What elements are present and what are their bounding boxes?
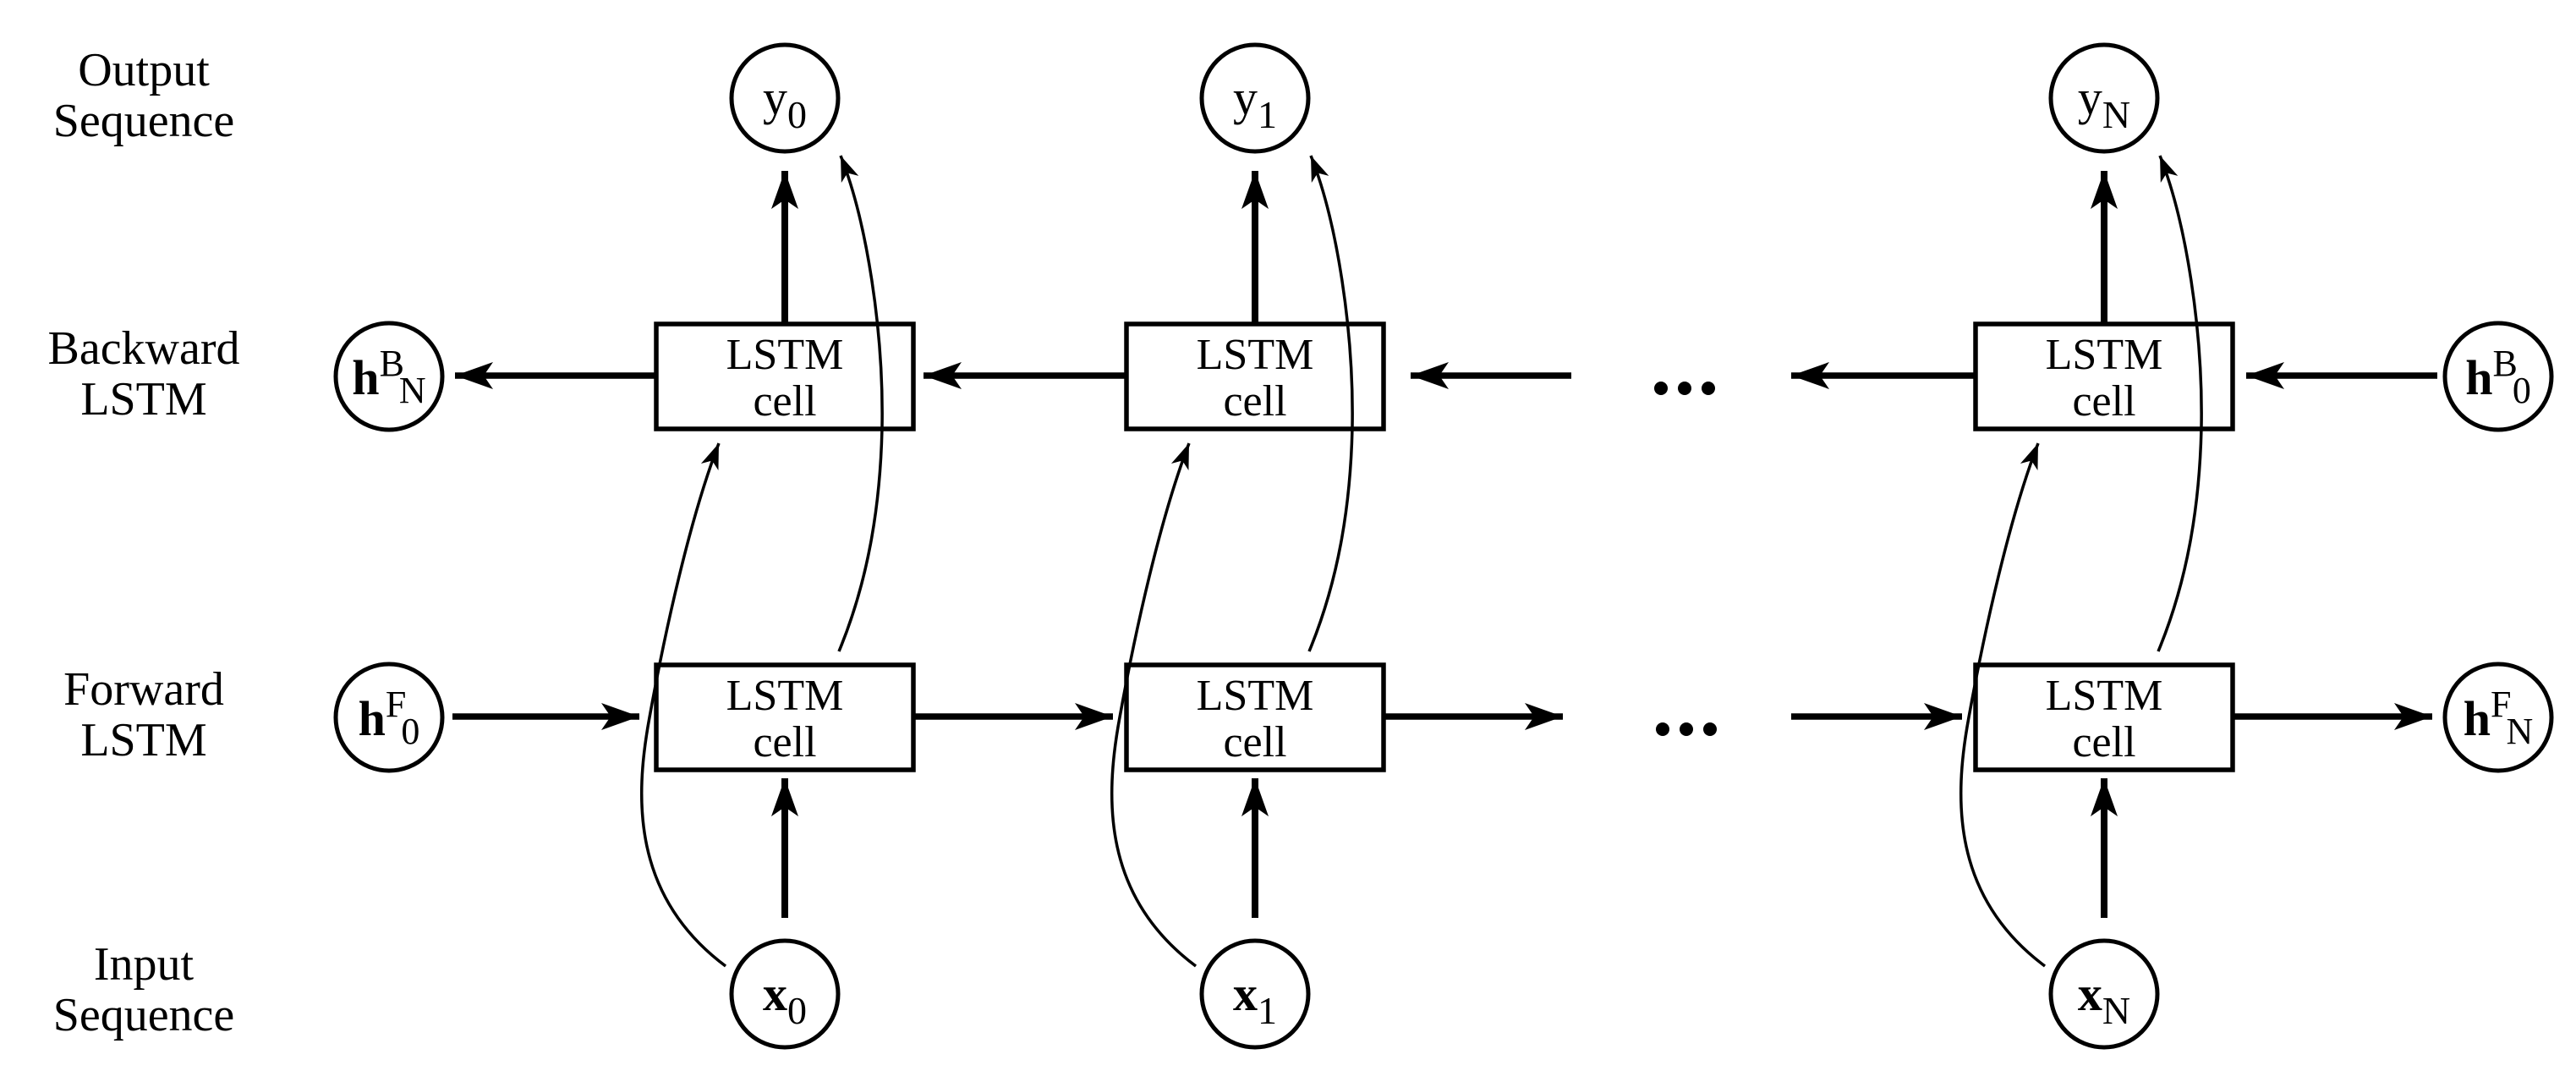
curve-xN-to-backward-cell-N (1959, 442, 2047, 968)
cell-label-line1: LSTM (2046, 672, 2163, 720)
node-label-x0: x0 (763, 966, 807, 1032)
forward-cell-1-label: LSTM cell (1197, 672, 1314, 766)
cell-label-line2: cell (753, 718, 816, 766)
row-label-backward-lstm: Backward LSTM (47, 322, 239, 426)
row-label-backward-line2: LSTM (80, 373, 206, 426)
node-circle-x1 (1199, 938, 1311, 1050)
ellipsis-dots-forward-row (1656, 722, 1717, 736)
cell-label-line2: cell (2072, 718, 2135, 766)
forward-lstm-cell-0 (654, 662, 916, 772)
curve-forward-cell-0-to-y0 (837, 155, 884, 652)
forward-cell-N-label: LSTM cell (2046, 672, 2163, 766)
node-label-y0: y0 (763, 70, 807, 136)
backward-lstm-cell-N (1973, 321, 2235, 431)
forward-lstm-cell-1 (1124, 662, 1386, 772)
row-label-output-line1: Output (78, 44, 210, 96)
row-label-forward-line1: Forward (63, 663, 224, 716)
node-label-x1: x1 (1233, 966, 1277, 1032)
ellipsis-dots-backward-row (1654, 382, 1715, 395)
node-circle-yN (2048, 42, 2160, 154)
forward-cell-0-label: LSTM cell (726, 672, 844, 766)
cell-label-line2: cell (2072, 377, 2135, 426)
row-label-input-line2: Sequence (53, 989, 235, 1041)
node-circle-x0 (729, 938, 841, 1050)
row-label-input-line1: Input (94, 938, 195, 991)
forward-lstm-cell-N (1973, 662, 2235, 772)
cell-label-line1: LSTM (726, 672, 844, 720)
cell-label-line1: LSTM (726, 331, 844, 379)
cell-label-line1: LSTM (1197, 672, 1314, 720)
node-circle-hF0 (333, 662, 445, 773)
curve-x1-to-backward-cell-1 (1110, 442, 1198, 968)
curve-forward-cell-1-to-y1 (1307, 155, 1354, 652)
row-label-forward-lstm: Forward LSTM (63, 663, 224, 766)
node-circle-hBN (333, 321, 445, 432)
row-label-forward-line2: LSTM (80, 714, 206, 766)
cell-label-line2: cell (1223, 718, 1286, 766)
row-label-input-sequence: Input Sequence (53, 938, 235, 1041)
backward-cell-0-label: LSTM cell (726, 331, 844, 426)
node-label-yN: yN (2078, 70, 2130, 136)
node-label-xN: xN (2078, 966, 2130, 1032)
node-circle-hB0 (2442, 321, 2554, 432)
row-label-output-sequence: Output Sequence (53, 44, 235, 147)
backward-cell-1-label: LSTM cell (1197, 331, 1314, 426)
cell-label-line1: LSTM (1197, 331, 1314, 379)
backward-cell-N-label: LSTM cell (2046, 331, 2163, 426)
curve-forward-cell-N-to-yN (2157, 155, 2203, 652)
node-label-y1: y1 (1233, 70, 1277, 136)
row-label-backward-line1: Backward (47, 322, 239, 375)
curve-x0-to-backward-cell-0 (640, 442, 727, 968)
cell-label-line2: cell (753, 377, 816, 426)
node-circle-y0 (729, 42, 841, 154)
node-circle-xN (2048, 938, 2160, 1050)
node-circle-y1 (1199, 42, 1311, 154)
row-label-output-line2: Sequence (53, 95, 235, 147)
cell-label-line2: cell (1223, 377, 1286, 426)
node-circle-hFN (2442, 662, 2554, 773)
cell-label-line1: LSTM (2046, 331, 2163, 379)
